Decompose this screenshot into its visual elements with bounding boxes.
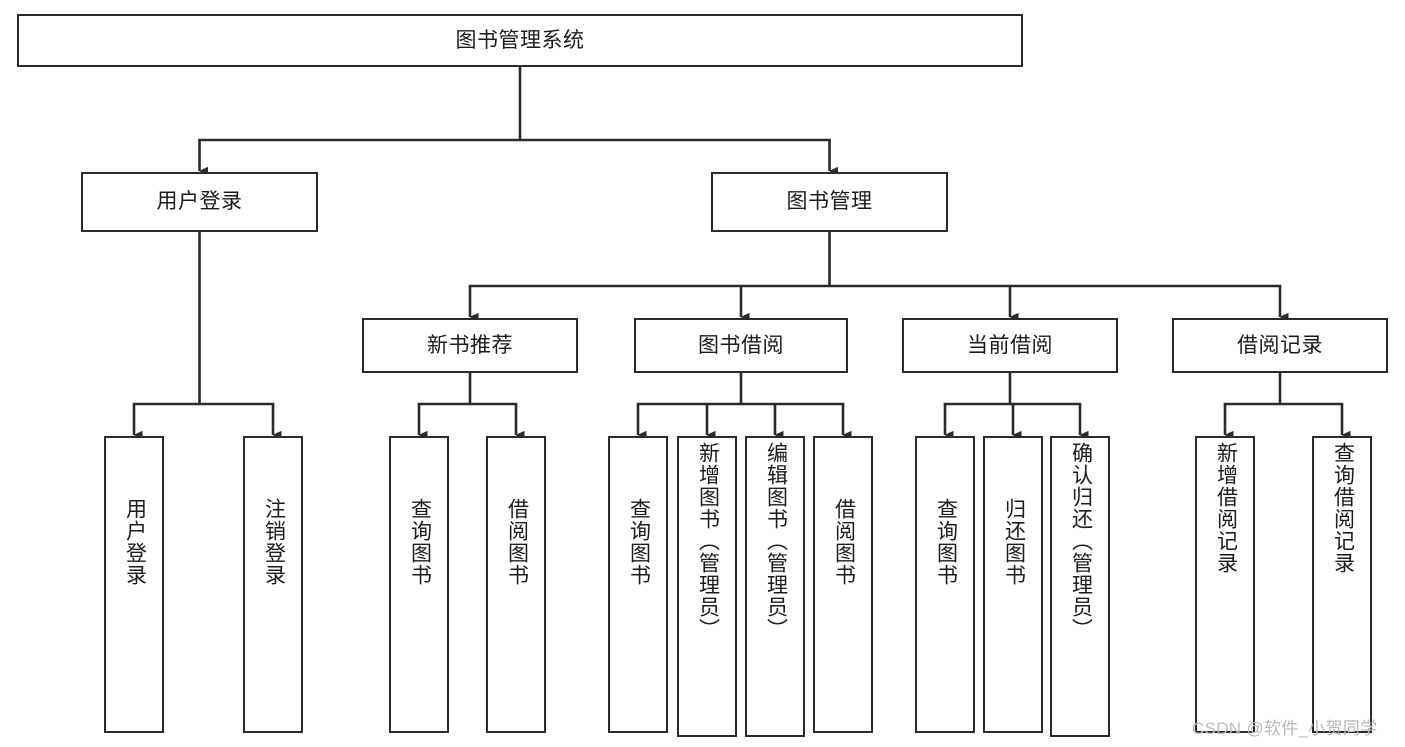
node-leaf-new-2[interactable]: 借阅图书 <box>486 436 546 733</box>
edge-bus-borrow <box>636 371 845 406</box>
node-label: 查询借阅记录 <box>1331 442 1355 574</box>
node-label: 图书管理 <box>786 190 873 214</box>
edge-bus-newbook <box>417 371 518 406</box>
edge-bus-login <box>132 230 275 406</box>
node-leaf-rec-2[interactable]: 查询借阅记录 <box>1312 436 1372 733</box>
csdn-watermark: CSDN @软件_小贺同学 <box>1192 719 1378 738</box>
node-label: 图书借阅 <box>698 333 784 357</box>
node-label: 查询图书 <box>408 498 432 586</box>
node-label: 图书管理系统 <box>455 28 585 52</box>
node-label: 当前借阅 <box>967 333 1053 357</box>
node-leaf-bor-4[interactable]: 借阅图书 <box>813 436 873 733</box>
node-login[interactable]: 用户登录 <box>81 172 318 232</box>
node-label: 新书推荐 <box>427 333 513 357</box>
node-label: 编辑图书（管理员） <box>764 442 788 640</box>
node-leaf-new-1[interactable]: 查询图书 <box>389 436 449 733</box>
node-bookmgmt[interactable]: 图书管理 <box>711 172 948 232</box>
node-leaf-bor-1[interactable]: 查询图书 <box>608 436 668 733</box>
node-label: 归还图书 <box>1002 498 1026 586</box>
node-label: 查询图书 <box>627 498 651 586</box>
node-leaf-login-2[interactable]: 注销登录 <box>243 436 303 733</box>
node-label: 借阅图书 <box>832 498 856 586</box>
node-label: 借阅记录 <box>1237 333 1323 357</box>
node-label: 用户登录 <box>156 190 243 214</box>
node-leaf-cur-1[interactable]: 查询图书 <box>915 436 975 733</box>
node-label: 用户登录 <box>123 498 147 586</box>
node-borrow[interactable]: 图书借阅 <box>634 318 848 373</box>
node-current[interactable]: 当前借阅 <box>902 318 1118 373</box>
node-label: 确认归还（管理员） <box>1069 442 1093 640</box>
edge-bus-current <box>943 371 1082 406</box>
edge-bus-root <box>198 65 831 142</box>
node-newbook[interactable]: 新书推荐 <box>362 318 578 373</box>
node-label: 注销登录 <box>262 498 286 586</box>
node-leaf-bor-2[interactable]: 新增图书（管理员） <box>677 436 737 737</box>
node-leaf-bor-3[interactable]: 编辑图书（管理员） <box>745 436 805 737</box>
node-label: 新增借阅记录 <box>1214 442 1238 574</box>
edge-bus-records <box>1223 371 1344 406</box>
node-leaf-login-1[interactable]: 用户登录 <box>104 436 164 733</box>
node-leaf-rec-1[interactable]: 新增借阅记录 <box>1195 436 1255 733</box>
node-root[interactable]: 图书管理系统 <box>17 14 1023 67</box>
node-leaf-cur-3[interactable]: 确认归还（管理员） <box>1050 436 1110 737</box>
node-label: 借阅图书 <box>505 498 529 586</box>
node-label: 查询图书 <box>934 498 958 586</box>
node-records[interactable]: 借阅记录 <box>1172 318 1388 373</box>
node-label: 新增图书（管理员） <box>696 442 720 640</box>
node-leaf-cur-2[interactable]: 归还图书 <box>983 436 1043 733</box>
edge-bus-bookmgmt <box>468 230 1282 288</box>
